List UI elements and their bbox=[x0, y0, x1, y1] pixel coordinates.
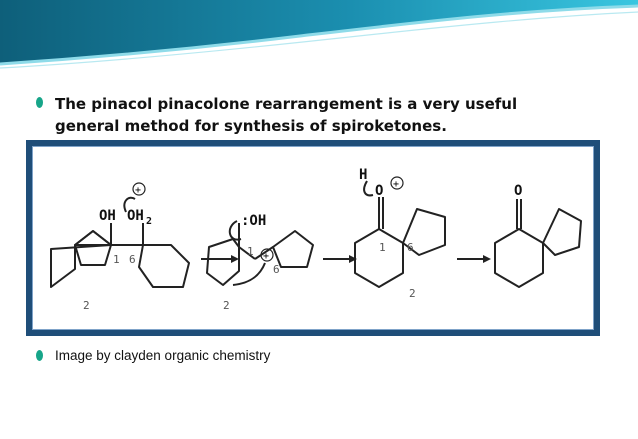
carbon-6-label-3: 6 bbox=[407, 241, 414, 254]
carbon-6-label-2: 6 bbox=[273, 263, 280, 276]
figure-frame: OH OH 2 + 1 6 2 :OH + bbox=[26, 140, 600, 336]
bullet-main: The pinacol pinacolone rearrangement is … bbox=[36, 93, 575, 137]
structure-1: OH OH 2 + 1 6 2 bbox=[50, 182, 190, 312]
carbon-2-label: 2 bbox=[83, 299, 90, 312]
o-label-4: O bbox=[514, 183, 522, 199]
h-label: H bbox=[359, 167, 367, 183]
carbon-1-label-2: 1 bbox=[247, 245, 254, 258]
charge-icon-3: + bbox=[393, 179, 399, 190]
credit-text: Image by clayden organic chemistry bbox=[55, 348, 271, 363]
structure-3: H O + 1 6 2 bbox=[354, 167, 446, 300]
structure-2: :OH + 1 6 2 bbox=[206, 213, 314, 312]
o-label: O bbox=[375, 183, 383, 199]
header-wave-decoration bbox=[0, 0, 638, 69]
carbon-2-label-3: 2 bbox=[409, 287, 416, 300]
bullet-icon bbox=[36, 97, 43, 108]
arrow-3-head-icon bbox=[483, 255, 491, 263]
bullet-icon-2 bbox=[36, 350, 43, 361]
oh2-label: OH bbox=[127, 208, 144, 224]
carbon-1-label-3: 1 bbox=[379, 241, 386, 254]
oh-label-2: :OH bbox=[241, 213, 266, 229]
oh-label: OH bbox=[99, 208, 116, 224]
oh2-subscript: 2 bbox=[146, 216, 152, 227]
figure-panel: OH OH 2 + 1 6 2 :OH + bbox=[32, 146, 594, 330]
carbon-6-label: 6 bbox=[129, 253, 136, 266]
carbon-1-label: 1 bbox=[113, 253, 120, 266]
arrow-2-head-icon bbox=[349, 255, 357, 263]
charge-icon-2: + bbox=[263, 251, 269, 262]
charge-icon: + bbox=[135, 185, 141, 196]
bullet-credit: Image by clayden organic chemistry bbox=[36, 348, 270, 364]
carbon-2-label-2: 2 bbox=[223, 299, 230, 312]
reaction-scheme: OH OH 2 + 1 6 2 :OH + bbox=[50, 167, 582, 312]
bullet-main-text: The pinacol pinacolone rearrangement is … bbox=[55, 95, 518, 135]
arrow-1-head-icon bbox=[231, 255, 239, 263]
structure-4: O bbox=[494, 183, 582, 288]
